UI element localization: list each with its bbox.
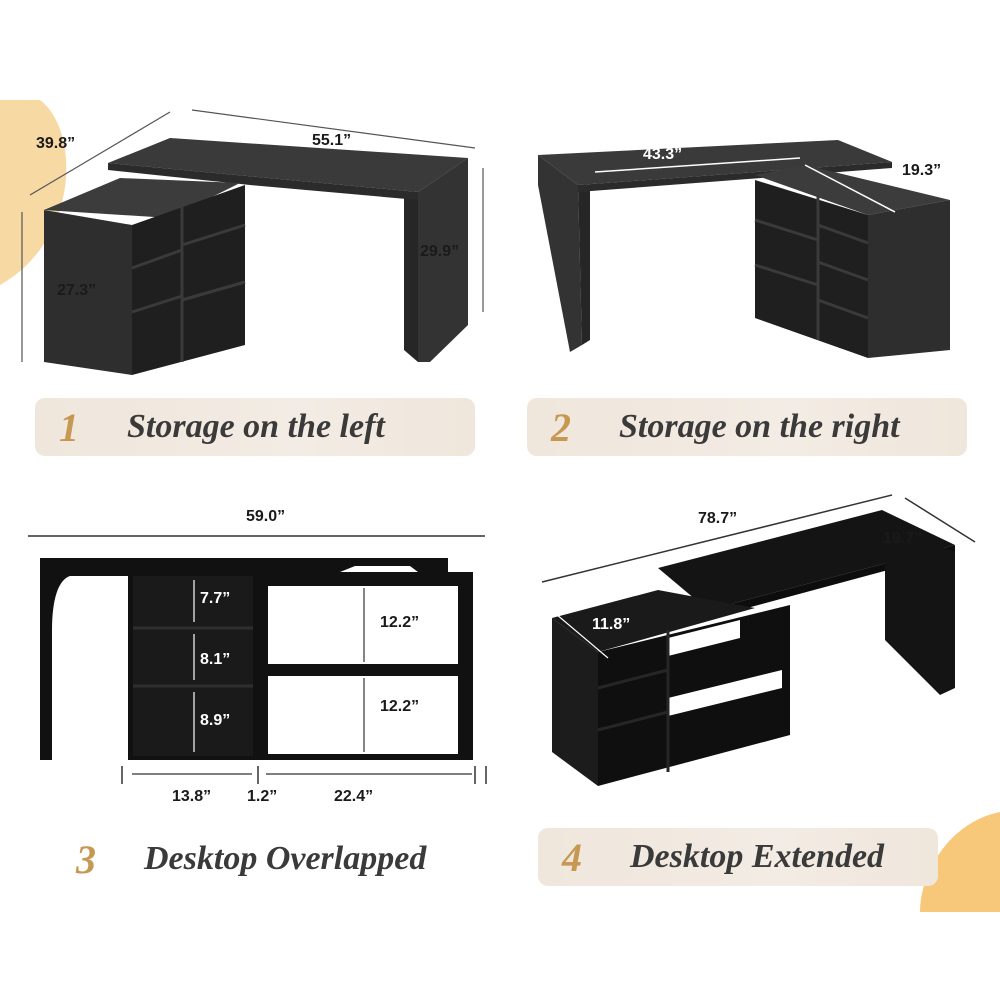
dim-total-width-label: 59.0” — [246, 508, 286, 525]
caption-number: 1 — [59, 404, 79, 450]
dim-depth-label: 19.7” — [883, 530, 923, 547]
dim-open-bottom-label: 12.2” — [380, 698, 420, 715]
dim-width-label: 43.3” — [643, 146, 683, 163]
caption-text: Desktop Overlapped — [144, 840, 427, 877]
dim-right-width-label: 22.4” — [334, 788, 374, 805]
dim-height-label: 29.9” — [420, 243, 460, 260]
caption-desktop-overlapped: 3 Desktop Overlapped — [52, 830, 482, 888]
dim-cabinet-depth-label: 11.8” — [592, 616, 631, 633]
caption-desktop-extended: 4 Desktop Extended — [538, 828, 938, 886]
panel-storage-right: 43.3” 19.3” 2 Storage on the right — [500, 0, 1000, 470]
dim-gap-label: 1.2” — [247, 788, 278, 805]
caption-text: Desktop Extended — [630, 838, 885, 875]
caption-text: Storage on the left — [127, 408, 385, 445]
dim-left-width-label: 13.8” — [172, 788, 212, 805]
panel-desktop-extended: 78.7” 19.7” 11.8” 4 Desktop Extended — [500, 490, 1000, 910]
dim-shelf-top-label: 7.7” — [200, 590, 231, 607]
dim-depth-label: 39.8” — [36, 135, 76, 152]
desk-top-view-overlapped — [28, 535, 487, 784]
caption-storage-right: 2 Storage on the right — [527, 398, 967, 456]
caption-number: 4 — [562, 834, 582, 880]
caption-storage-left: 1 Storage on the left — [35, 398, 475, 456]
panel-storage-left: 39.8” 55.1” 29.9” 27.3” 1 Storage on the… — [0, 0, 500, 470]
dim-open-top-label: 12.2” — [380, 614, 420, 631]
dim-total-width-label: 78.7” — [698, 510, 738, 527]
caption-text: Storage on the right — [619, 408, 900, 445]
dim-shelf-mid-label: 8.1” — [200, 651, 231, 668]
dim-shelf-bottom-label: 8.9” — [200, 712, 231, 729]
desk-illustration-extended — [541, 494, 976, 786]
dim-storage-height-label: 27.3” — [57, 282, 97, 299]
caption-number: 3 — [76, 836, 96, 882]
desk-illustration-storage-right — [538, 140, 950, 358]
desk-illustration-storage-left — [21, 109, 484, 375]
caption-number: 2 — [551, 404, 571, 450]
dim-depth-label: 19.3” — [902, 162, 942, 179]
corner-decoration-bottom-right — [920, 812, 1000, 912]
dim-width-label: 55.1” — [312, 132, 352, 149]
panel-desktop-overlapped: 59.0” 7.7” 8.1” 8.9” 12.2” 12.2” 13.8” 1… — [0, 490, 500, 910]
